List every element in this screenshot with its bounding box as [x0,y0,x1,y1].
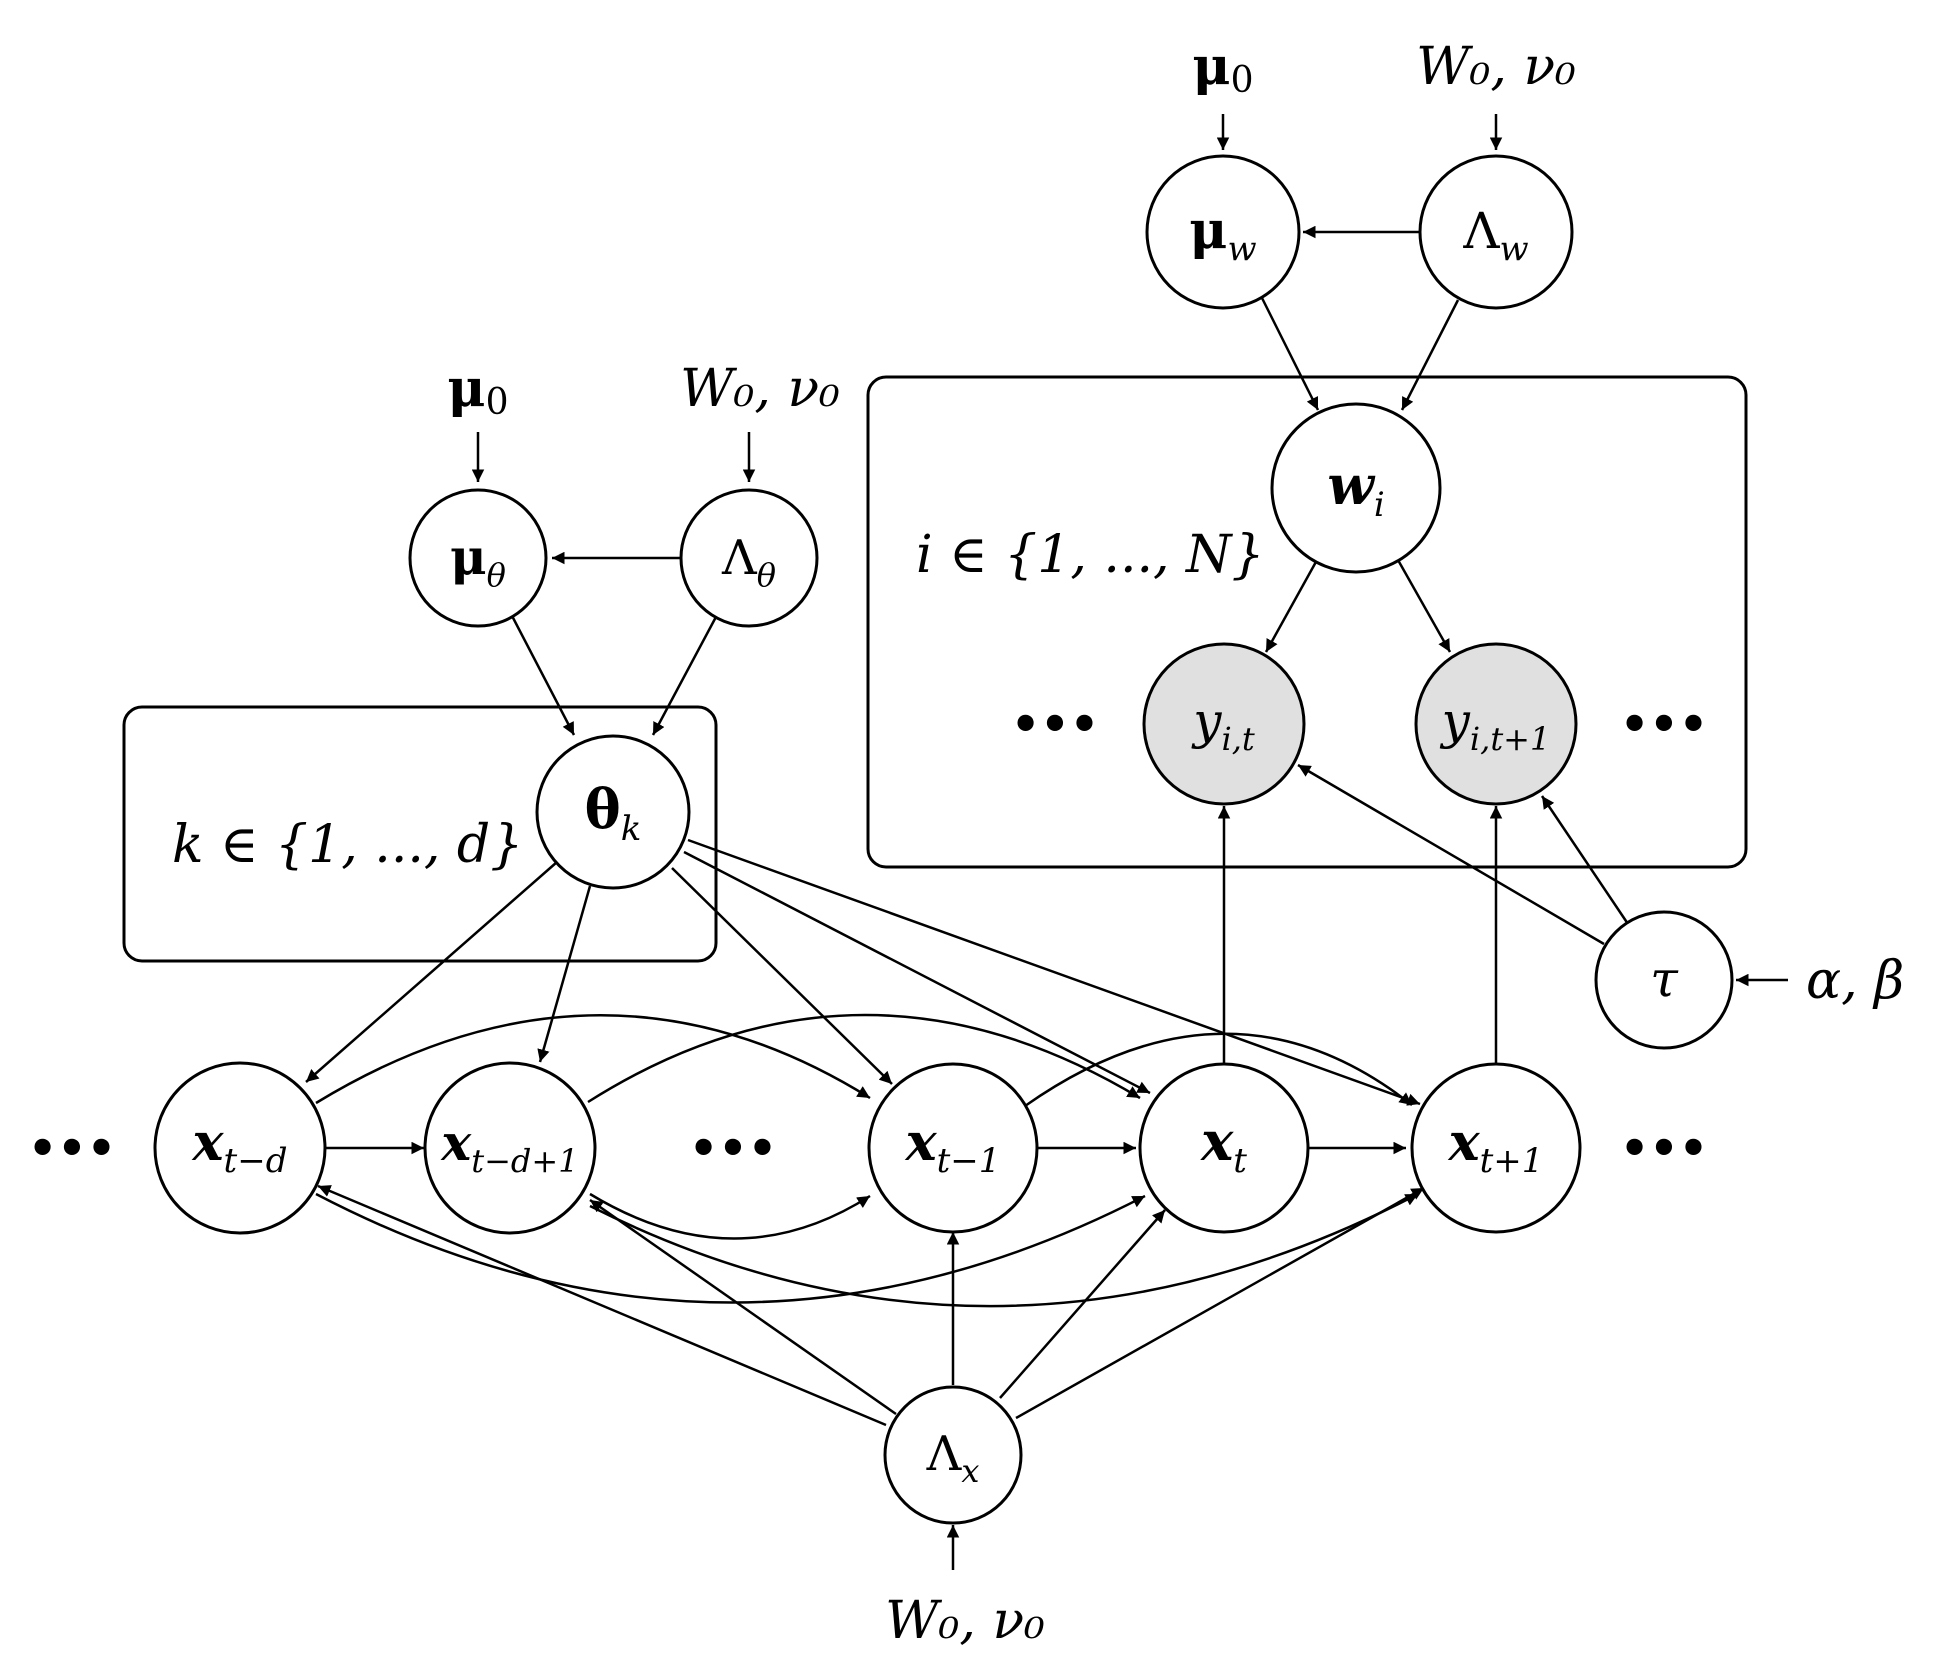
label-y-it1: yi,t+1 [1440,692,1551,758]
node-x-tp1 [1410,1062,1582,1234]
plate-label-theta: k ∈ {1, ..., d} [172,815,523,875]
hyper-alpha-beta: α, β [1806,951,1904,1011]
label-x-td1: xt−d+1 [440,1113,578,1180]
label-x-tp1: xt+1 [1448,1112,1544,1181]
ellipsis-left-y: ••• [1011,697,1099,751]
node-tau [1594,910,1734,1050]
edge-thetak-xtd [305,861,558,1083]
hyper-mu0-theta: μ0 [448,358,509,423]
edge-wi-yit1 [1396,559,1452,653]
ellipsis-mid-x: ••• [689,1121,777,1175]
edge-xtd1-xt1-lower [589,1192,871,1240]
node-x-td1 [423,1061,597,1235]
ellipsis-right-y: ••• [1620,697,1708,751]
plate-theta [122,705,718,963]
node-labels: μw Λw wi μθ Λθ θk yi,t yi,t+1 τ xt−d xt−… [192,200,1680,1490]
edge-lambdax-xtd [317,1184,887,1427]
label-tau: τ [1650,950,1679,1008]
edge-tau-yit [1297,763,1605,946]
edge-xtd-xt-lower [315,1192,1146,1304]
edge-xtd-xt1-curve [315,1014,871,1105]
node-lambda-theta [679,488,819,628]
edge-tau-yit1 [1540,795,1630,925]
node-y-it1 [1414,642,1578,806]
edges [305,114,1788,1570]
node-y-it [1142,642,1306,806]
node-mu-w [1145,154,1301,310]
edge-thetak-xtp1 [687,838,1421,1106]
label-mu-theta: μθ [450,527,506,594]
label-y-it: yi,t [1191,692,1255,758]
edge-xtd1-xt-curve [587,1013,1141,1104]
hyperparameters: μ0 W₀, ν₀ μ0 W₀, ν₀ W₀, ν₀ α, β [448,36,1905,1651]
plate-w [866,375,1748,869]
edge-lambdax-xtd1 [589,1198,897,1416]
ellipsis-right-x: ••• [1620,1121,1708,1175]
edge-thetak-xt1 [671,867,893,1085]
node-x-td [153,1061,327,1235]
hyper-mu0-w: μ0 [1193,36,1254,101]
label-x-t: xt [1200,1109,1247,1181]
label-theta-k: θk [585,777,642,849]
label-lambda-theta: Λθ [721,530,776,594]
nodes [153,154,1734,1525]
label-w-i: wi [1327,453,1384,525]
edge-lambdax-xt [999,1209,1166,1399]
node-x-t [1138,1062,1310,1234]
node-w-i [1270,402,1442,574]
edge-wi-yit [1264,559,1319,653]
edge-thetak-xtd1 [537,885,592,1063]
label-lambda-w: Λw [1462,202,1528,269]
plate-label-w: i ∈ {1, ..., N} [916,525,1265,585]
edge-lambdatheta-thetak [651,614,719,736]
node-theta-k [535,734,691,890]
edge-muw-wi [1260,297,1320,411]
hyper-w0nu0-w: W₀, ν₀ [1416,37,1576,97]
ellipsis-left-x: ••• [28,1121,116,1175]
label-x-t1: xt−1 [905,1112,1001,1181]
edge-mutheta-thetak [508,611,576,736]
label-x-td: xt−d [192,1112,288,1181]
node-x-t1 [867,1062,1039,1234]
ellipses: ••• ••• ••• ••• ••• [28,697,1708,1175]
node-lambda-w [1418,154,1574,310]
node-mu-theta [408,488,548,628]
hyper-w0nu0-x: W₀, ν₀ [885,1591,1045,1651]
label-mu-w: μw [1189,200,1256,269]
edge-xtd1-xtp1-lower [589,1192,1419,1308]
edge-lambdax-xtp1 [1015,1186,1425,1420]
edge-thetak-xt [683,850,1151,1095]
hyper-w0nu0-theta: W₀, ν₀ [680,359,840,419]
label-lambda-x: Λx [926,1426,980,1490]
edge-lambdaw-wi [1400,299,1460,411]
node-lambda-x [883,1385,1023,1525]
